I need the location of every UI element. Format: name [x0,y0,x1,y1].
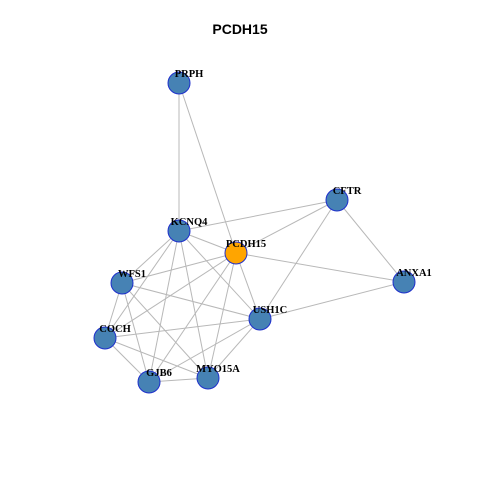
node-cftr[interactable] [325,188,349,212]
node-myo15a[interactable] [196,366,220,390]
node-label-anxa1: ANXA1 [396,268,432,279]
edge-kcnq4-myo15a [178,230,209,379]
edge-cftr-ush1c [259,199,338,320]
edge-ush1c-coch [104,318,261,339]
node-label-ush1c: USH1C [253,305,287,316]
edge-anxa1-ush1c [259,281,405,320]
node-label-wfs1: WFS1 [118,269,146,280]
edge-wfs1-gjb6 [121,282,150,383]
graph-title: PCDH15 [212,21,268,37]
edge-cftr-anxa1 [336,199,405,283]
node-pcdh15[interactable] [224,241,248,265]
node-label-cftr: CFTR [333,186,362,197]
edge-wfs1-ush1c [121,282,261,320]
node-prph[interactable] [167,71,191,95]
edge-ush1c-myo15a [207,318,261,379]
edge-coch-myo15a [104,337,209,379]
node-ush1c[interactable] [248,307,272,331]
node-kcnq4[interactable] [167,219,191,243]
node-label-prph: PRPH [175,69,204,80]
edge-layer [104,82,405,383]
node-label-gjb6: GJB6 [146,368,172,379]
edge-kcnq4-ush1c [178,230,261,320]
node-label-kcnq4: KCNQ4 [171,217,209,228]
edge-cftr-kcnq4 [178,199,338,232]
edge-pcdh15-wfs1 [121,252,237,284]
edge-cftr-pcdh15 [235,199,338,254]
edge-pcdh15-ush1c [235,252,261,320]
edge-prph-pcdh15 [178,82,237,254]
node-anxa1[interactable] [392,270,416,294]
node-gjb6[interactable] [137,370,161,394]
node-label-myo15a: MYO15A [196,364,240,375]
node-coch[interactable] [93,326,117,350]
edge-kcnq4-wfs1 [121,230,180,284]
edge-pcdh15-myo15a [207,252,237,379]
node-layer [93,71,416,394]
edge-kcnq4-coch [104,230,180,339]
edge-pcdh15-anxa1 [235,252,405,283]
node-label-pcdh15: PCDH15 [226,239,266,250]
node-wfs1[interactable] [110,271,134,295]
node-label-coch: COCH [99,324,131,335]
edge-ush1c-gjb6 [148,318,261,383]
